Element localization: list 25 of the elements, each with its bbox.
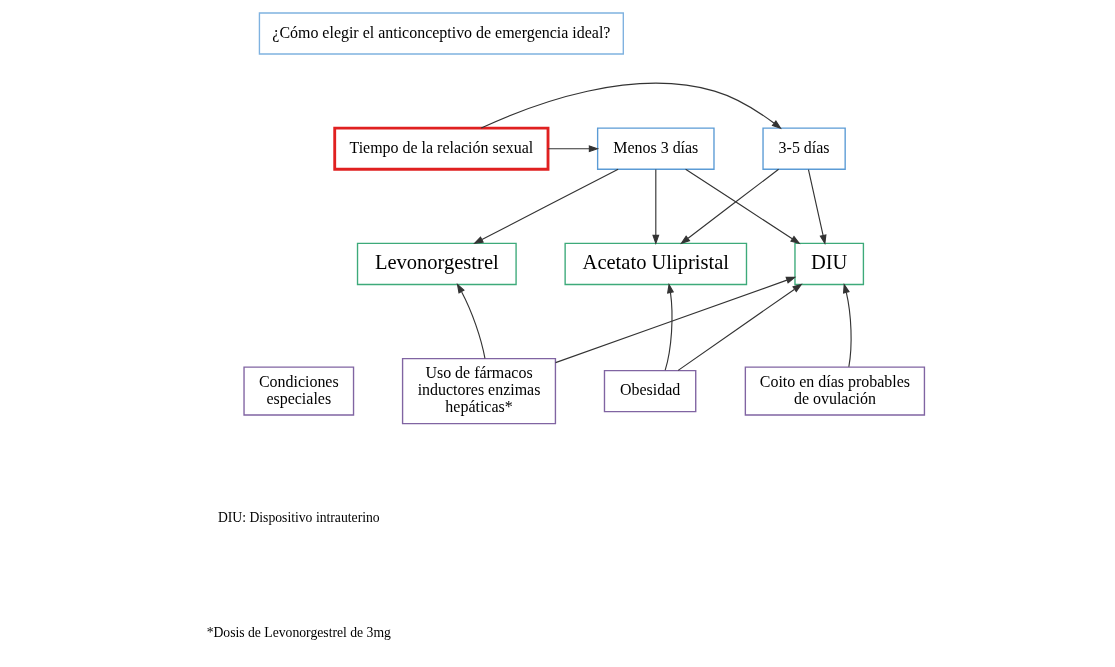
arrow [679,168,779,245]
node-box: Tiempo de la relación sexual [332,126,549,171]
arrow [456,283,485,359]
arrow [684,168,801,245]
node-box: Acetato Ulipristal [563,242,747,286]
arrow [472,168,619,245]
node-box: Levonorgestrel [356,242,517,286]
node-box: ¿Cómo elegir el anticonceptivo de emergencia ideal? [258,12,624,55]
node-box: 3-5 días [761,127,846,170]
arrow [664,282,674,371]
arrow [554,276,796,364]
arrow [547,145,599,153]
arrow [842,282,852,368]
node-box: Uso de fármacos inductores enzimas hepáticas* [401,357,556,425]
node-box: Condiciones especiales [242,366,354,416]
arrow [807,168,826,245]
node-box: Obesidad [603,369,696,413]
arrow [651,168,659,246]
label: *Dosis de Levonorgestrel de 3mg [206,625,391,641]
arrow [677,283,803,371]
node-box: DIU [793,242,864,286]
arrow [480,82,782,130]
label: DIU: Dispositivo intrauterino [217,509,380,525]
node-box: Coito en días probables de ovulación [744,366,925,416]
node-box: Menos 3 días [596,127,715,170]
